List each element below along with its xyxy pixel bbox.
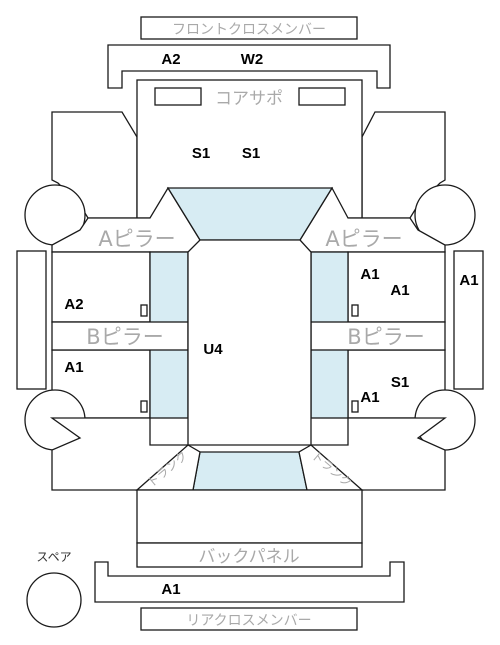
a-pillar-right-label: Aピラー bbox=[325, 227, 402, 251]
rear-cross-member-label: リアクロスメンバー bbox=[186, 613, 311, 629]
trunk[interactable] bbox=[136, 489, 363, 544]
grade-roof: U4 bbox=[203, 341, 223, 358]
back-panel-label: バックパネル bbox=[198, 547, 299, 567]
grade-right-side-strip: A1 bbox=[459, 272, 478, 289]
grade-front-cross-member-left: A2 bbox=[161, 51, 180, 68]
grade-front-cross-member-right: W2 bbox=[241, 51, 264, 68]
rear-cross-member-box[interactable] bbox=[140, 607, 358, 631]
grade-core-support-right: S1 bbox=[242, 145, 260, 162]
grade-rear-door-right-upper: S1 bbox=[391, 374, 409, 391]
front-door-right[interactable] bbox=[347, 251, 446, 323]
b-pillar-right[interactable] bbox=[310, 321, 446, 351]
b-pillar-left[interactable] bbox=[51, 321, 189, 351]
rear-bumper-bracket[interactable] bbox=[94, 561, 405, 603]
door-handle-rear-right[interactable] bbox=[351, 400, 359, 413]
b-pillar-right-label: Bピラー bbox=[347, 325, 424, 349]
headlight-right[interactable] bbox=[298, 87, 346, 106]
b-pillar-left-label: Bピラー bbox=[86, 325, 163, 349]
left-side-strip[interactable] bbox=[16, 250, 47, 390]
front-bumper-bracket[interactable] bbox=[107, 44, 391, 89]
grade-core-support-left: S1 bbox=[192, 145, 210, 162]
grade-front-door-right-inner: A1 bbox=[390, 282, 409, 299]
spare-tire[interactable] bbox=[26, 572, 82, 628]
rear-window[interactable] bbox=[192, 451, 308, 491]
front-cross-member-label: フロントクロスメンバー bbox=[172, 22, 326, 38]
grade-front-door-left: A2 bbox=[64, 296, 83, 313]
grade-rear-door-left: A1 bbox=[64, 359, 83, 376]
back-panel[interactable] bbox=[136, 542, 363, 568]
headlight-left[interactable] bbox=[154, 87, 202, 106]
spare-label: スペア bbox=[36, 550, 71, 564]
door-handle-front-right[interactable] bbox=[351, 304, 359, 317]
grade-rear-cross-member: A1 bbox=[161, 581, 180, 598]
door-handle-rear-left[interactable] bbox=[140, 400, 148, 413]
front-cross-member-box[interactable] bbox=[140, 16, 358, 40]
right-side-strip[interactable] bbox=[453, 250, 484, 390]
core-support-label: コアサポ bbox=[215, 89, 283, 109]
grade-front-door-right-upper: A1 bbox=[360, 266, 379, 283]
grade-rear-door-right-lower: A1 bbox=[360, 389, 379, 406]
door-handle-front-left[interactable] bbox=[140, 304, 148, 317]
a-pillar-left-label: Aピラー bbox=[98, 227, 175, 251]
